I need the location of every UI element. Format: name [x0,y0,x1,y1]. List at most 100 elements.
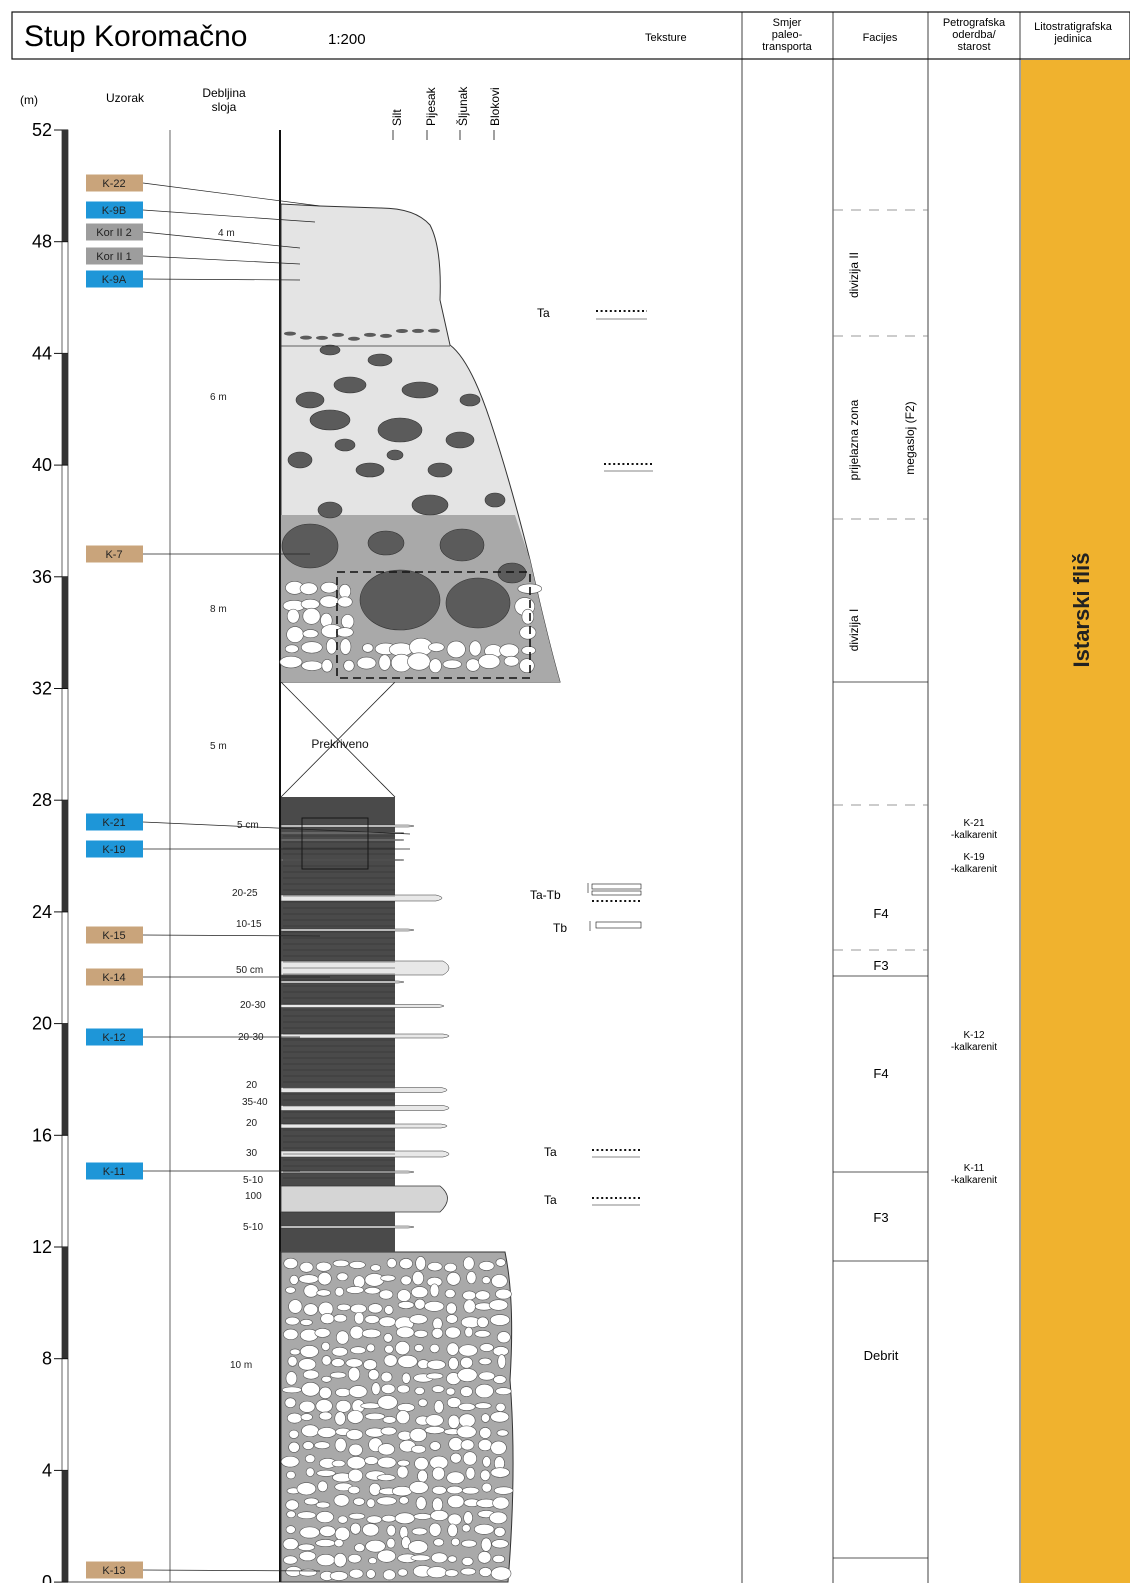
clast [444,1289,456,1299]
sample-id: Kor II 2 [96,227,131,239]
clast [478,654,501,669]
axis-tick-label: 48 [32,232,52,252]
clast [333,1553,347,1568]
clast [301,660,323,671]
clast [447,1513,462,1526]
clast [397,1459,410,1467]
turbidite-beds [280,824,450,1229]
grain-gravel: Šljunak [455,86,470,126]
clast [299,1526,320,1539]
sample-tag[interactable]: K-22 [86,174,321,207]
sand-bed [280,1123,448,1129]
clast [341,614,355,629]
clast [366,1515,383,1524]
clast [424,1426,445,1435]
clast [287,1356,298,1367]
clast [396,1410,410,1425]
axis-tick-label: 24 [32,902,52,922]
petro-k11-type: -kalkarenit [951,1175,997,1186]
sample-tag[interactable]: K-9B [86,201,316,223]
clast [353,1275,366,1289]
clast [460,1439,475,1451]
clast [302,1369,320,1380]
facies-f4-lower: F4 [873,1066,888,1081]
clast [397,1568,408,1577]
sample-tag[interactable]: Kor II 1 [86,247,301,265]
clast [427,1262,443,1272]
paleo-header-3: transporta [762,41,812,53]
sample-id: K-9A [102,274,127,286]
block-clast [295,391,325,409]
clast [316,1553,336,1567]
clast [433,1400,444,1414]
clast [286,608,300,624]
clast [367,1303,383,1314]
block-clast [281,523,339,569]
clast [401,1372,411,1384]
clast [431,1385,445,1393]
clast [431,1485,447,1495]
clast [349,1260,366,1269]
clast [425,1414,444,1427]
clast [480,1469,491,1481]
clast [477,1439,493,1452]
axis-tick-label: 16 [32,1125,52,1145]
sample-tag[interactable]: K-21 [86,813,411,835]
clast [432,1497,444,1512]
petro-header-3: starost [957,41,990,53]
chip-clast [428,328,440,333]
sample-tag[interactable]: K-14 [86,968,330,986]
clast [426,1372,444,1380]
scale-label: 1:200 [328,31,366,48]
sample-id: K-14 [102,972,125,984]
clast [489,1314,511,1326]
chip-clast [300,335,312,340]
clast [339,638,352,655]
clast [493,1375,507,1384]
sample-tag[interactable]: K-11 [86,1162,300,1180]
axis-segment [62,353,68,466]
sand-bed [280,1105,450,1111]
clast [285,1371,298,1386]
facies-divizija-ii: divizija II [847,252,861,298]
block-clast [401,381,439,399]
sample-tag[interactable]: K-19 [86,840,410,858]
thickness-label: 20-30 [240,1000,266,1011]
block-clast [497,562,527,584]
grain-scale [392,130,495,140]
clast [386,1524,396,1537]
clast [318,1411,333,1421]
block-clast [427,462,453,478]
clast [334,1538,344,1548]
clast [428,642,445,652]
clast [356,656,377,670]
sample-tag[interactable]: K-12 [86,1028,300,1046]
clast [320,581,338,594]
clast [349,1325,364,1340]
page-title: Stup Koromačno [24,20,247,53]
axis-tick-label: 36 [32,567,52,587]
sand-bed [280,894,443,902]
sample-tag[interactable]: Kor II 2 [86,223,301,249]
litho-header-1: Litostratigrafska [1034,21,1113,33]
thickness-header-1: Debljina [202,86,246,100]
clast [348,1443,363,1457]
sample-tag[interactable]: K-9A [86,270,301,288]
clast [376,1496,397,1506]
detail-box [301,817,369,870]
petro-k19-type: -kalkarenit [951,864,997,875]
clast [335,1330,350,1345]
clast [496,1429,509,1437]
sample-tag[interactable]: K-7 [86,545,310,563]
sand-bed [280,1004,445,1008]
petro-k21-id: K-21 [963,818,985,829]
clast [463,1511,473,1525]
sample-id: K-22 [102,178,125,190]
clast [334,1526,351,1541]
sample-tag[interactable]: K-15 [86,926,321,944]
sample-tag[interactable]: K-13 [86,1561,321,1579]
clast [285,1566,302,1577]
sample-column-header: Uzorak [106,91,145,105]
thickness-header-2: sloja [212,100,237,114]
clast [460,1356,473,1369]
